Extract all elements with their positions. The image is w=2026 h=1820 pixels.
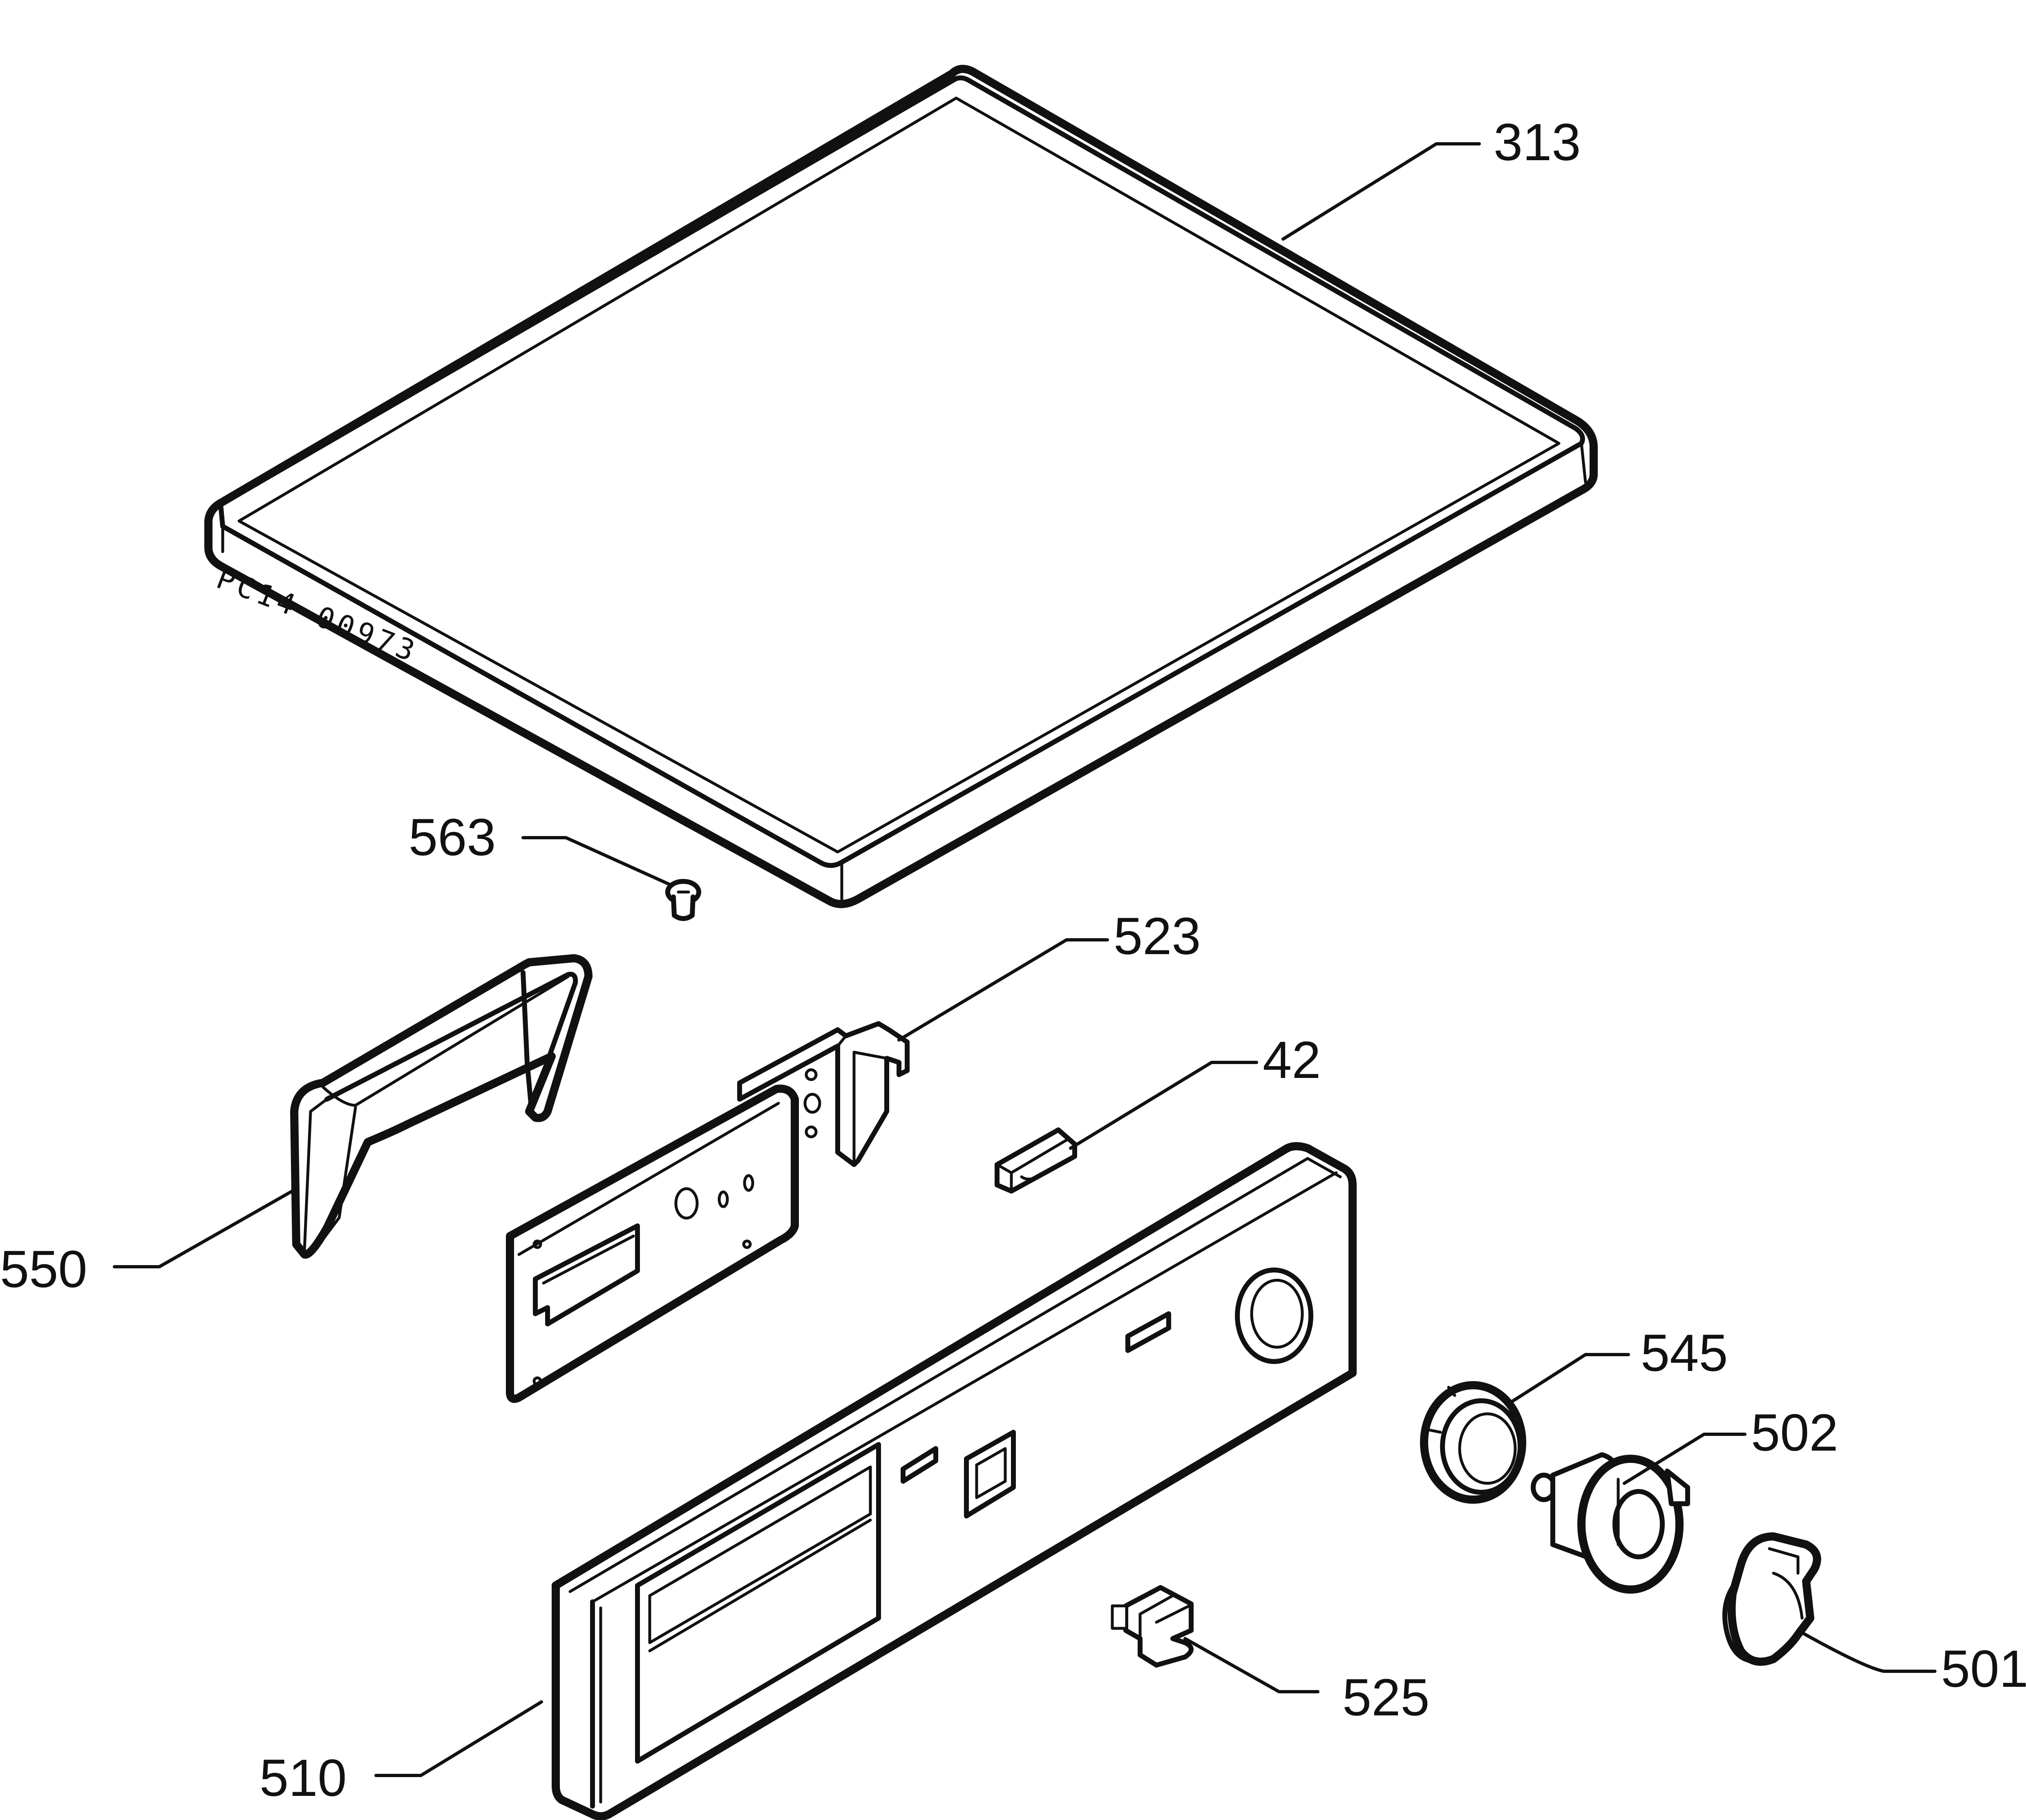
leader-525 [1183, 1637, 1319, 1693]
leader-502 [1623, 1433, 1746, 1485]
part-563-screw[interactable] [665, 879, 701, 921]
label-42: 42 [1263, 1031, 1321, 1089]
part-545-ring[interactable] [1420, 1381, 1526, 1504]
label-525: 525 [1342, 1668, 1430, 1727]
label-510: 510 [259, 1749, 347, 1807]
leader-313 [1281, 142, 1481, 241]
leader-523 [897, 938, 1109, 1042]
label-523: 523 [1114, 907, 1201, 966]
part-42-clip[interactable] [995, 1127, 1077, 1194]
leader-545 [1510, 1353, 1630, 1403]
leader-501 [1796, 1629, 1937, 1673]
part-313-top-cover[interactable] [204, 65, 1598, 908]
part-510-control-panel[interactable] [552, 1142, 1357, 1820]
leader-510 [374, 1700, 543, 1777]
part-525-switch[interactable] [1111, 1585, 1194, 1668]
leader-lines [113, 142, 1937, 1777]
label-501: 501 [1941, 1640, 2026, 1698]
leader-42 [1069, 1061, 1258, 1150]
label-313: 313 [1494, 113, 1581, 172]
part-501-knob[interactable] [1722, 1532, 1821, 1666]
part-523-bracket-board[interactable] [506, 1021, 910, 1403]
leader-563 [521, 836, 672, 886]
label-502: 502 [1751, 1404, 1838, 1462]
label-550: 550 [0, 1240, 87, 1299]
label-545: 545 [1641, 1324, 1728, 1382]
leader-550 [113, 1189, 294, 1268]
label-563: 563 [409, 808, 496, 867]
part-502-shaft-adapter[interactable] [1531, 1452, 1690, 1594]
part-550-drawer-handle[interactable] [290, 954, 593, 1259]
